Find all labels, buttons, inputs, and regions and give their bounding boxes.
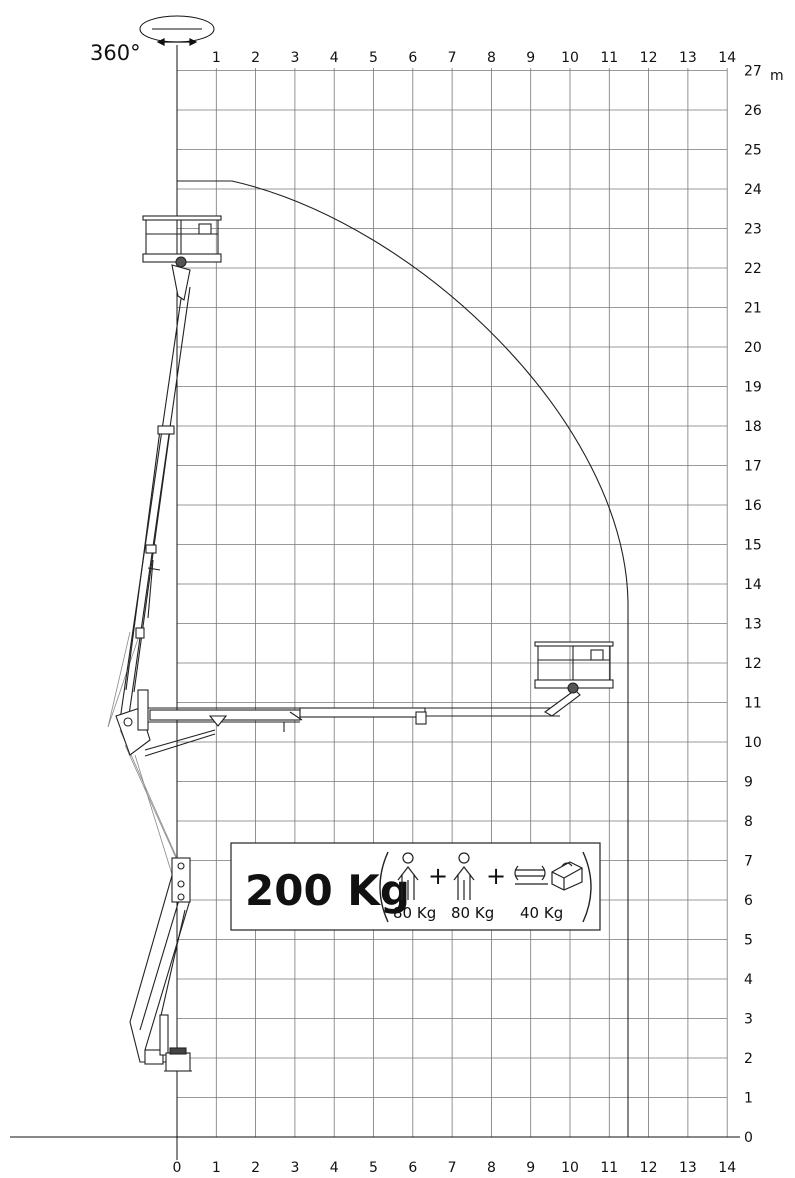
plus-sign-1: + — [428, 862, 448, 890]
platform-basket-extended — [534, 641, 614, 694]
bottom-tick-label: 6 — [408, 1160, 417, 1176]
top-tick-label: 11 — [600, 50, 618, 66]
bottom-tick-label: 10 — [561, 1160, 579, 1176]
upper-boom-horizontal — [115, 689, 581, 757]
top-tick-label: 10 — [561, 50, 579, 66]
bottom-tick-label: 8 — [487, 1160, 496, 1176]
height-tick-label: 17 — [744, 459, 762, 475]
bottom-tick-label: 4 — [330, 1160, 339, 1176]
height-tick-label: 0 — [744, 1130, 753, 1146]
rotation-arrow-icon — [156, 38, 198, 46]
height-tick-label: 13 — [744, 617, 762, 633]
height-tick-label: 11 — [744, 696, 762, 712]
turret-base — [164, 1047, 192, 1072]
person-1-weight: 80 Kg — [393, 904, 436, 922]
bottom-tick-label: 1 — [212, 1160, 221, 1176]
top-tick-label: 13 — [679, 50, 697, 66]
lower-boom — [129, 857, 191, 1065]
top-tick-label: 2 — [251, 50, 260, 66]
bottom-tick-label: 13 — [679, 1160, 697, 1176]
load-capacity-box: 200 Kg 80 Kg + 80 Kg + 40 Kg — [230, 842, 601, 931]
person-2-weight: 80 Kg — [451, 904, 494, 922]
rotation-indicator: 360° — [90, 15, 215, 65]
top-tick-label: 12 — [640, 50, 658, 66]
height-tick-label: 5 — [744, 933, 753, 949]
wrench-icon — [514, 865, 548, 885]
height-tick-label: 7 — [744, 854, 753, 870]
person-2-icon — [453, 852, 475, 900]
bottom-tick-label: 14 — [718, 1160, 736, 1176]
height-unit-label: m — [770, 68, 784, 84]
height-tick-label: 9 — [744, 775, 753, 791]
total-load-label: 200 Kg — [245, 866, 410, 915]
bottom-tick-label: 0 — [173, 1160, 182, 1176]
bottom-tick-label: 7 — [448, 1160, 457, 1176]
bottom-tick-label: 2 — [251, 1160, 260, 1176]
height-tick-label: 23 — [744, 222, 762, 238]
top-tick-label: 5 — [369, 50, 378, 66]
plus-sign-2: + — [486, 862, 506, 890]
bottom-tick-label: 11 — [600, 1160, 618, 1176]
height-tick-label: 1 — [744, 1091, 753, 1107]
height-tick-label: 10 — [744, 735, 762, 751]
grid — [177, 68, 728, 1137]
platform-basket-top — [142, 215, 222, 268]
top-tick-label: 9 — [526, 50, 535, 66]
height-tick-label: 27 — [744, 64, 762, 80]
rotation-label: 360° — [90, 41, 141, 65]
height-tick-label: 26 — [744, 103, 762, 119]
height-tick-label: 4 — [744, 972, 753, 988]
height-tick-label: 16 — [744, 498, 762, 514]
upper-boom-vertical — [119, 264, 191, 723]
top-tick-label: 7 — [448, 50, 457, 66]
height-tick-labels: 0123456789101112131415161718192021222324… — [744, 64, 762, 1147]
height-tick-label: 2 — [744, 1051, 753, 1067]
height-tick-label: 8 — [744, 814, 753, 830]
top-tick-label: 4 — [330, 50, 339, 66]
working-envelope — [177, 180, 629, 1137]
top-tick-label: 6 — [408, 50, 417, 66]
height-tick-label: 15 — [744, 538, 762, 554]
tools-weight: 40 Kg — [520, 904, 563, 922]
height-tick-label: 21 — [744, 301, 762, 317]
height-tick-label: 22 — [744, 261, 762, 277]
height-tick-label: 6 — [744, 893, 753, 909]
height-tick-label: 3 — [744, 1012, 753, 1028]
bottom-tick-label: 12 — [640, 1160, 658, 1176]
top-tick-label: 3 — [290, 50, 299, 66]
person-1-icon — [397, 852, 419, 900]
height-tick-label: 20 — [744, 340, 762, 356]
bottom-tick-label: 5 — [369, 1160, 378, 1176]
height-tick-label: 24 — [744, 182, 762, 198]
bottom-tick-label: 3 — [290, 1160, 299, 1176]
toolbox-icon — [551, 861, 583, 891]
height-tick-label: 18 — [744, 419, 762, 435]
bottom-tick-label: 9 — [526, 1160, 535, 1176]
open-paren — [379, 851, 389, 923]
top-tick-label: 8 — [487, 50, 496, 66]
top-tick-label: 14 — [718, 50, 736, 66]
height-tick-label: 12 — [744, 656, 762, 672]
top-tick-label: 1 — [212, 50, 221, 66]
height-tick-label: 19 — [744, 380, 762, 396]
height-tick-label: 14 — [744, 577, 762, 593]
close-paren — [582, 851, 592, 923]
height-tick-label: 25 — [744, 143, 762, 159]
